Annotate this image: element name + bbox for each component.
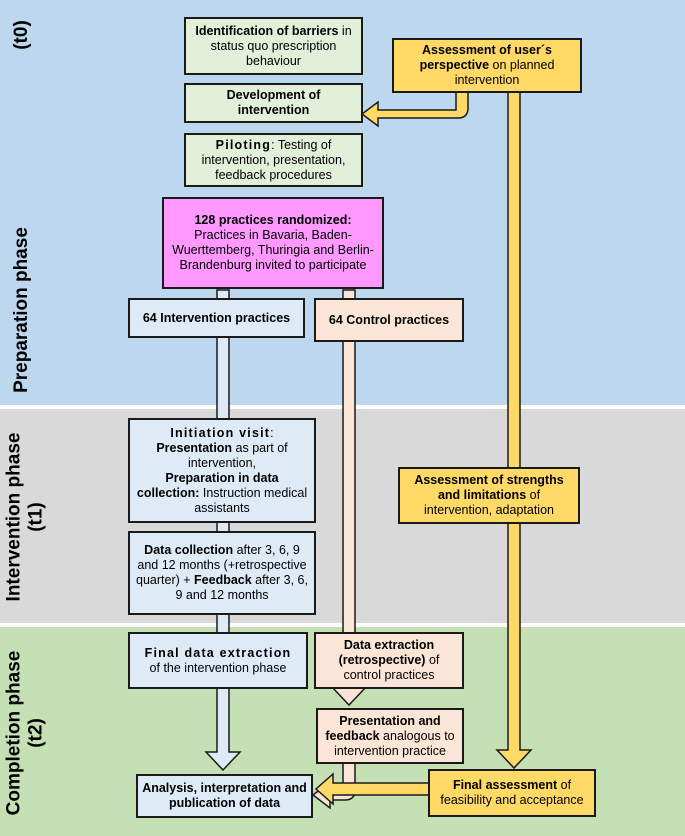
final-assessment-bold: Final assessment [452, 778, 558, 792]
control-extraction-box: Data extraction (retrospective) of contr… [314, 632, 464, 689]
presentation-analogous-text: Presentation and feedback analogous to i… [322, 714, 458, 759]
final-extraction-bold: Final data extraction [144, 645, 292, 660]
initiation-line2: Presentation as part of intervention, [134, 441, 310, 471]
assessment-arrow [495, 91, 533, 770]
final-assessment-box: Final assessment of feasibility and acce… [428, 769, 596, 817]
presentation-rest: as part of intervention, [187, 440, 288, 470]
presentation-analogous-box: Presentation and feedback analogous to i… [316, 708, 464, 764]
data-collection-text: Data collection after 3, 6, 9 and 12 mon… [134, 543, 310, 603]
randomized-bold: 128 practices randomized: [194, 213, 352, 227]
intervention-practices-box: 64 Intervention practices [128, 298, 305, 338]
development-box: Development of intervention [184, 83, 363, 123]
preparation-rest: Instruction medical assistants [194, 485, 308, 515]
final-assessment-text: Final assessment of feasibility and acce… [434, 778, 590, 808]
piloting-box: Piloting: Testing of intervention, prese… [184, 133, 363, 187]
presentation-bold: Presentation [156, 440, 233, 455]
control-practices-label: 64 Control practices [328, 312, 450, 327]
initiation-visit-box: Initiation visit: Presentation as part o… [128, 418, 316, 523]
user-perspective-bold1: Assessment of user´s [422, 43, 552, 57]
strengths-box: Assessment of strengths and limitations … [398, 467, 580, 524]
piloting-text: Piloting: Testing of intervention, prese… [190, 138, 357, 183]
strengths-rest: of intervention, adaptation [424, 488, 554, 517]
user-perspective-box: Assessment of user´s perspective on plan… [392, 38, 582, 93]
control-practices-box: 64 Control practices [314, 298, 464, 342]
feedback-rest: after 3, 6, 9 and 12 months [175, 573, 308, 602]
control-extraction-rest: of control practices [343, 653, 440, 682]
intervention-practices-label: 64 Intervention practices [142, 310, 291, 325]
final-to-analysis-arrow [314, 772, 433, 806]
feedback-bold: Feedback [194, 573, 252, 587]
development-label: Development of intervention [226, 88, 321, 117]
strengths-bold: Assessment of strengths and limitations [414, 473, 564, 502]
data-collection-rest: after 3, 6, 9 and 12 months (+retrospect… [136, 543, 307, 587]
final-assessment-rest: of feasibility and acceptance [440, 778, 584, 807]
presentation-analogous-rest: analogous to intervention practice [334, 728, 455, 758]
user-perspective-bold2: perspective [419, 58, 490, 72]
initiation-line3: Preparation in data collection: Instruct… [134, 471, 310, 516]
intervention-arrow [204, 289, 242, 772]
perspective-to-development-arrow [360, 91, 469, 128]
randomized-box: 128 practices randomized: Practices in B… [162, 197, 384, 289]
initiation-line1: Initiation visit: [170, 426, 273, 441]
presentation-analogous-bold1: Presentation and [339, 713, 441, 728]
identification-bold: Identification of barriers [195, 23, 339, 38]
identification-box: Identification of barriers in status quo… [184, 17, 363, 75]
strengths-text: Assessment of strengths and limitations … [404, 473, 574, 518]
data-collection-box: Data collection after 3, 6, 9 and 12 mon… [128, 531, 316, 615]
analysis-label: Analysis, interpretation and publication… [142, 781, 307, 810]
identification-rest: in status quo prescription behaviour [210, 23, 352, 68]
randomized-rest: Practices in Bavaria, Baden-Wuerttemberg… [172, 228, 374, 272]
final-extraction-box: Final data extraction of the interventio… [128, 632, 308, 689]
identification-text: Identification of barriers in status quo… [190, 24, 357, 69]
presentation-analogous-bold2: feedback [325, 728, 380, 743]
control-extraction-bold: Data extraction (retrospective) [338, 638, 435, 667]
analysis-box: Analysis, interpretation and publication… [136, 774, 313, 818]
control-extraction-text: Data extraction (retrospective) of contr… [320, 638, 458, 683]
piloting-rest: : Testing of intervention, presentation,… [201, 137, 346, 182]
user-perspective-rest: on planned intervention [454, 58, 555, 87]
preparation-bold: Preparation in data collection: [136, 470, 279, 500]
final-extraction-rest: of the intervention phase [149, 660, 287, 675]
user-perspective-text: Assessment of user´s perspective on plan… [398, 43, 576, 88]
piloting-bold: Piloting [215, 137, 272, 152]
initiation-rest: : [270, 425, 274, 440]
data-collection-bold: Data collection [144, 543, 234, 557]
initiation-bold: Initiation visit [170, 425, 271, 440]
